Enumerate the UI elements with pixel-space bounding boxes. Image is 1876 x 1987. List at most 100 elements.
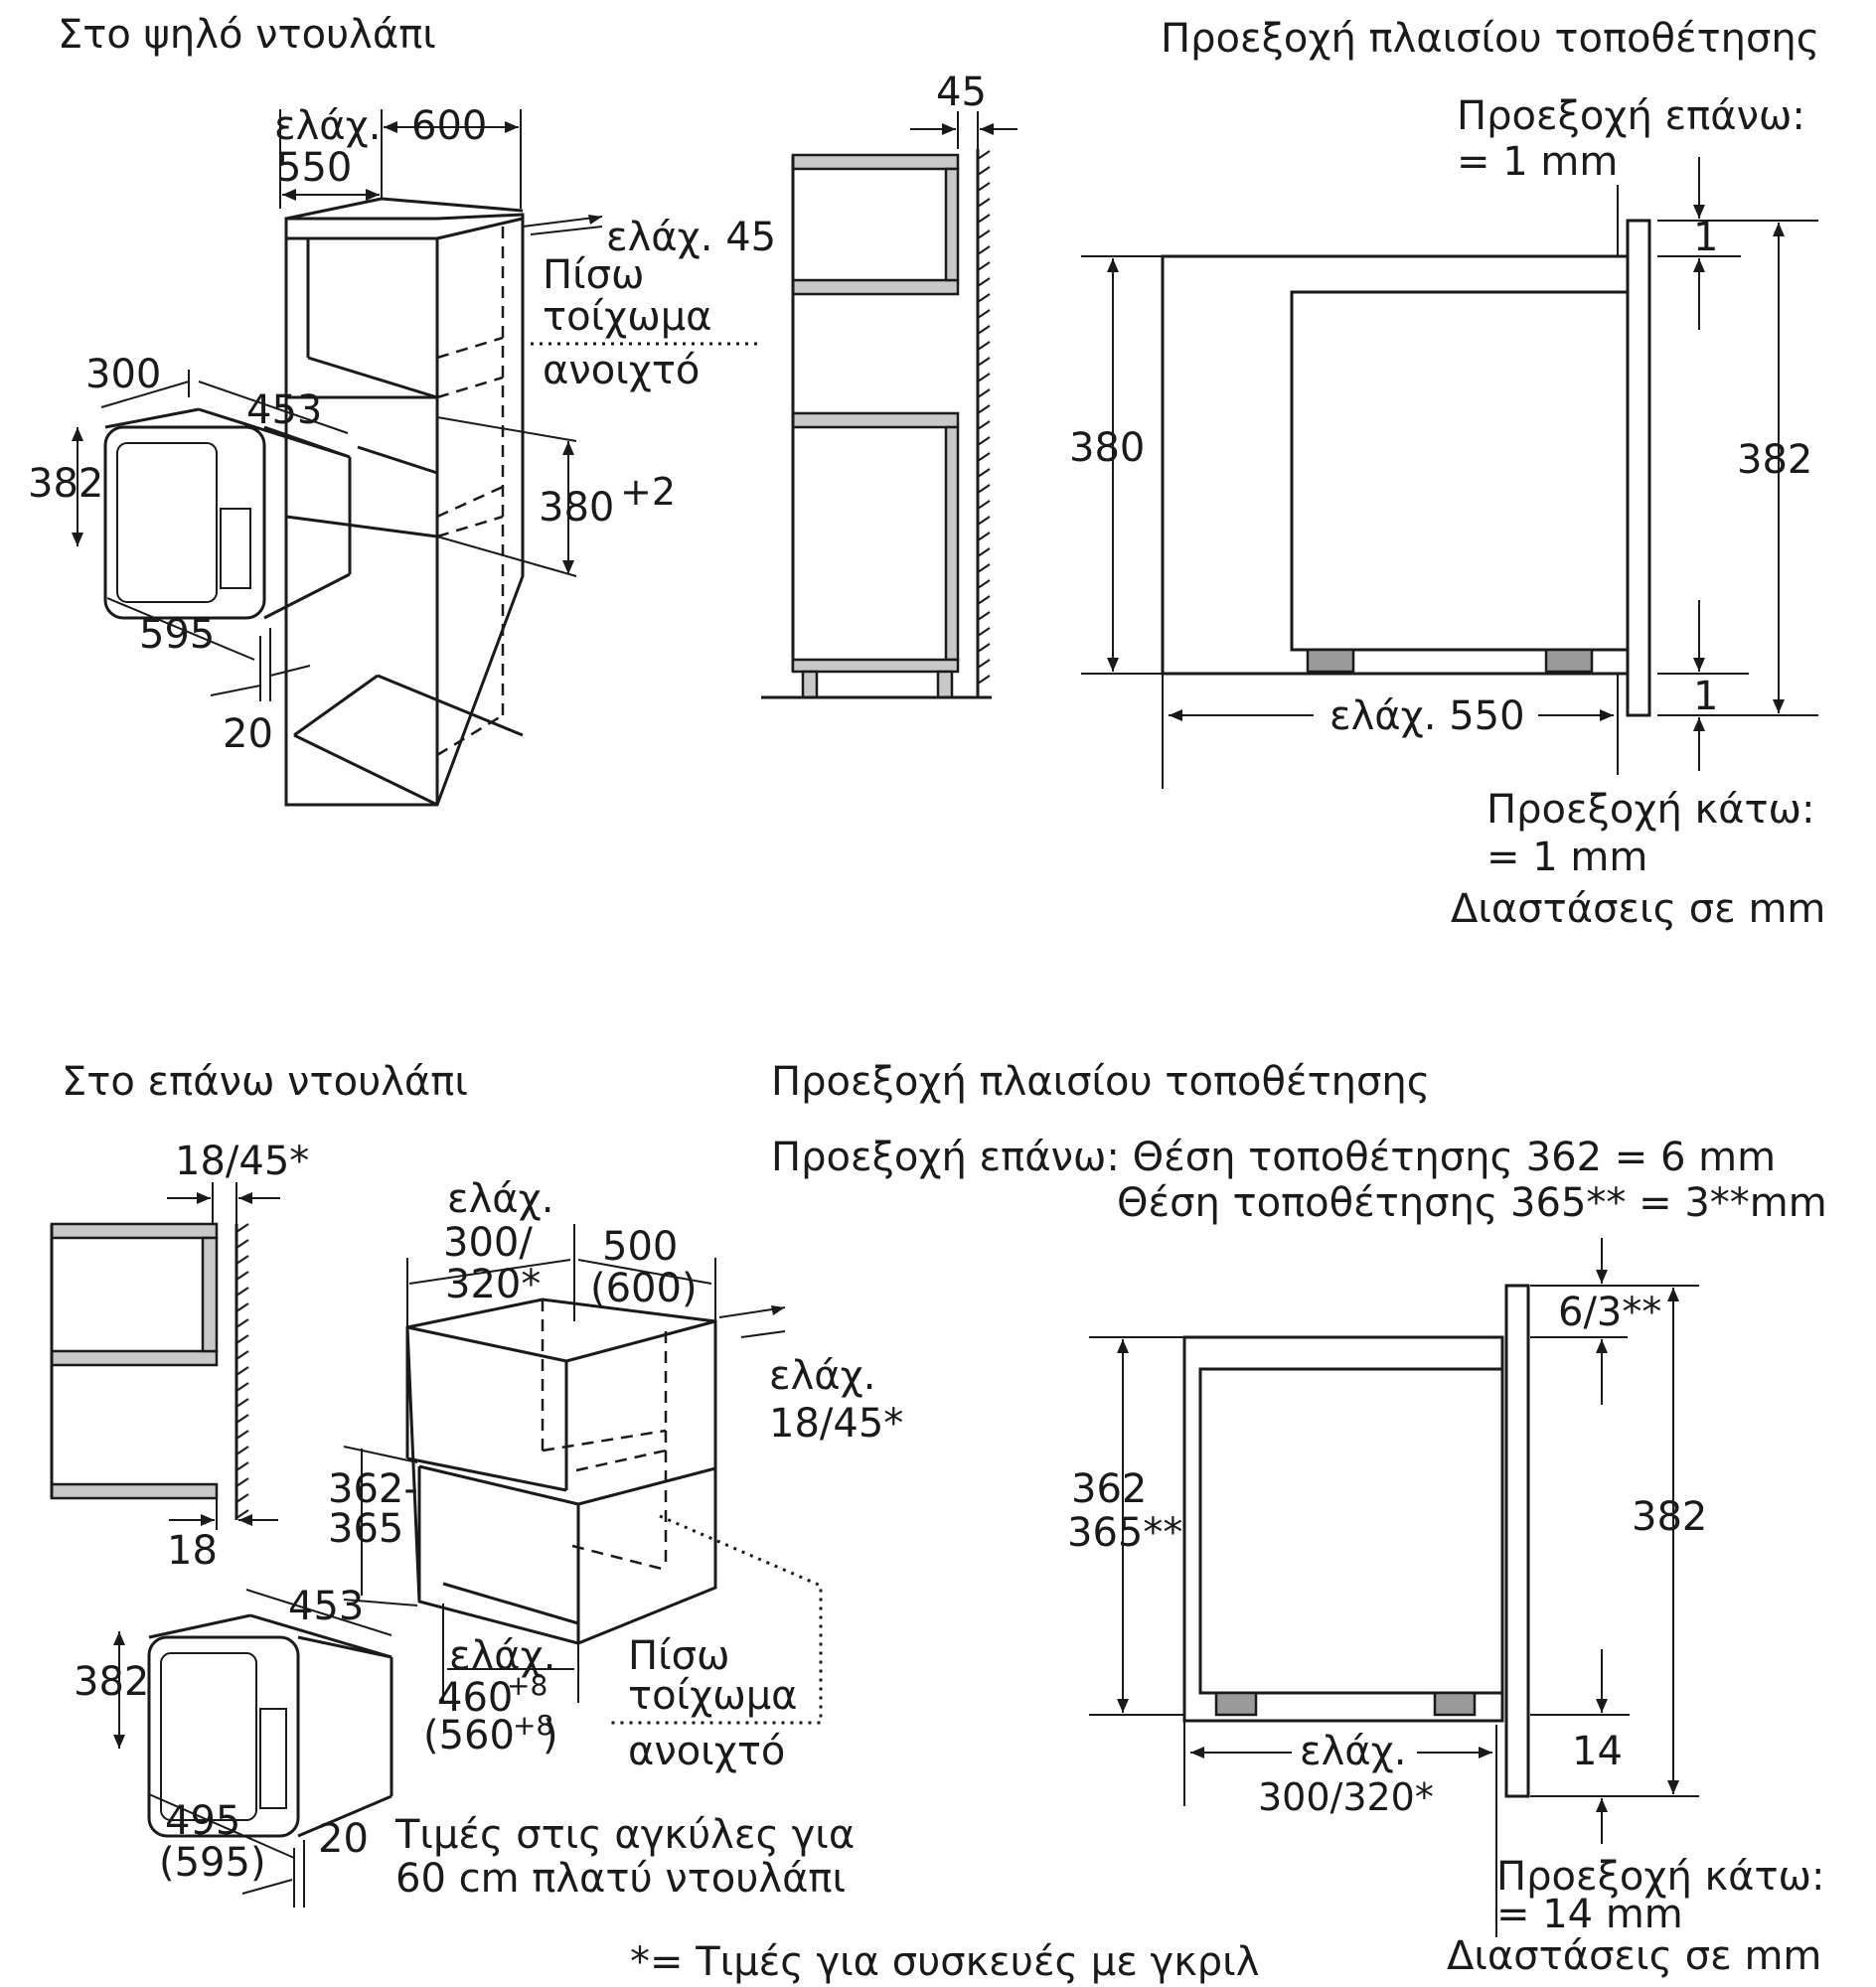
arrowhead (1596, 1699, 1608, 1713)
arrowhead (238, 1514, 252, 1526)
appliance-foot (1433, 1691, 1477, 1717)
dim-362: 362 (1071, 1466, 1147, 1512)
note-60cm-line-2: 60 cm πλατύ ντουλάπι (395, 1856, 846, 1902)
appliance-section (1290, 290, 1630, 652)
upper-cabinet-drawing: Στο επάνω ντουλάπι 18/45* 18 ελάχ. 300/ … (50, 1059, 903, 1908)
wall-hatching (235, 1223, 249, 1519)
dim-365: 365** (1067, 1510, 1182, 1556)
arrowhead (942, 123, 956, 135)
dim-line-453 (245, 1589, 392, 1636)
microwave-control-panel (220, 508, 251, 589)
hidden-edge (436, 485, 504, 519)
back-wall-label-1: Πίσω (628, 1633, 729, 1679)
hidden-edge (571, 1544, 667, 1572)
cabinet-leg (801, 670, 819, 699)
cabinet-base (442, 1582, 579, 1625)
dim-18: 18 (167, 1528, 218, 1574)
arrowhead (113, 1631, 125, 1645)
frame-top-title: Προεξοχή πλαισίου τοποθέτησης (1161, 16, 1819, 62)
arrowhead (1596, 1798, 1608, 1812)
dim-460: 460 (437, 1675, 513, 1721)
min-width-label-2: 300/ (443, 1220, 533, 1266)
extension-line (343, 1446, 418, 1463)
units-note-top: Διαστάσεις σε mm (1451, 886, 1825, 932)
arrowhead (1773, 223, 1785, 236)
arrowhead (562, 560, 574, 574)
cabinet-base (377, 674, 524, 737)
back-wall-label-2: τοίχωμα (628, 1673, 798, 1719)
arrowhead (72, 533, 83, 546)
dim-560-close-paren: ) (543, 1713, 558, 1758)
microwave-top-edge (263, 425, 351, 459)
frame-bottom-title: Προεξοχή πλαισίου τοποθέτησης (771, 1059, 1430, 1105)
overhang-bottom-value: = 14 mm (1496, 1892, 1683, 1937)
dim-14: 14 (1572, 1729, 1623, 1774)
arrowhead (1117, 1699, 1129, 1713)
dim-300: 300 (85, 352, 161, 397)
back-wall-label-2: τοίχωμα (543, 294, 712, 340)
cabinet-section (1161, 254, 1630, 676)
cabinet-shelf (307, 356, 438, 399)
cabinet-top-board (50, 1222, 219, 1240)
tall-cabinet-title: Στο ψηλό ντουλάπι (58, 12, 436, 58)
microwave-front (147, 1635, 300, 1838)
arrowhead (197, 1192, 211, 1204)
note-60cm-line-1: Τιμές στις αγκύλες για (394, 1812, 855, 1858)
min-width-label-1: ελάχ. (1300, 1729, 1406, 1774)
arrowhead (1596, 1339, 1608, 1353)
microwave-top-edge (249, 1613, 392, 1659)
microwave-bottom-edge (263, 572, 351, 620)
tall-cabinet-drawing: Στο ψηλό ντουλάπι ελάχ. 600 550 ελάχ. 45… (28, 12, 776, 807)
arrowhead (980, 123, 994, 135)
extension-line (436, 535, 577, 577)
height-range-2: 365 (328, 1506, 403, 1552)
dim-line-20 (269, 665, 311, 677)
min-460-label: ελάχ. (449, 1633, 555, 1679)
dim-1-bottom: 1 (1693, 674, 1718, 719)
cabinet-shelf (791, 278, 960, 296)
back-wall-label-3: ανοιχτό (543, 348, 700, 393)
dim-560-tolerance: +8 (513, 1709, 553, 1742)
arrowhead (1693, 717, 1705, 731)
cabinet-outline (284, 213, 525, 807)
side-gap-dim: 45 (936, 70, 987, 115)
appliance-foot (1214, 1691, 1258, 1717)
dim-380: 380 (1069, 425, 1145, 471)
arrowhead (1667, 1288, 1679, 1301)
dim-18-45: 18/45* (175, 1139, 309, 1184)
dim-line-45 (522, 216, 603, 228)
arrowhead (1596, 1270, 1608, 1284)
dim-line-min-width (408, 1259, 571, 1285)
cabinet-shelf (791, 411, 960, 429)
overhang-top-line-2: Θέση τοποθέτησης 365** = 3**mm (1117, 1180, 1827, 1226)
min-width-label-1: ελάχ. (447, 1176, 553, 1222)
dim-382: 382 (1632, 1494, 1707, 1540)
dim-382: 382 (28, 461, 103, 507)
arrowhead (588, 215, 602, 225)
cabinet-back-panel (201, 1236, 219, 1353)
cabinet-outline (405, 1298, 717, 1645)
appliance-foot (1306, 648, 1355, 674)
microwave-top-edge (297, 1635, 392, 1659)
arrowhead (201, 1514, 215, 1526)
dim-line-495 (148, 1793, 295, 1859)
dim-line-595 (106, 597, 255, 661)
arrowhead (1169, 709, 1182, 721)
microwave-door-window (160, 1652, 257, 1821)
cabinet-back-panel (944, 167, 960, 282)
arrowhead (113, 1735, 125, 1749)
dim-min-550: ελάχ. 550 (1329, 693, 1525, 739)
appliance-foot (1544, 648, 1594, 674)
overhang-bottom-value: = 1 mm (1486, 835, 1647, 880)
extension-line (343, 1599, 418, 1606)
cabinet-base (293, 733, 438, 807)
frame-overhang-top-drawing: Προεξοχή πλαισίου τοποθέτησης Προεξοχή ε… (1069, 16, 1825, 932)
arrowhead (1667, 1780, 1679, 1794)
arrowhead (1693, 658, 1705, 672)
arrowhead (562, 441, 574, 455)
dim-line-20 (210, 685, 261, 696)
overhang-bottom-label: Προεξοχή κάτω: (1486, 787, 1815, 833)
dim-line-20 (241, 1879, 293, 1895)
dim-560: (560 (423, 1713, 515, 1758)
dim-460-tolerance: +8 (507, 1669, 547, 1702)
